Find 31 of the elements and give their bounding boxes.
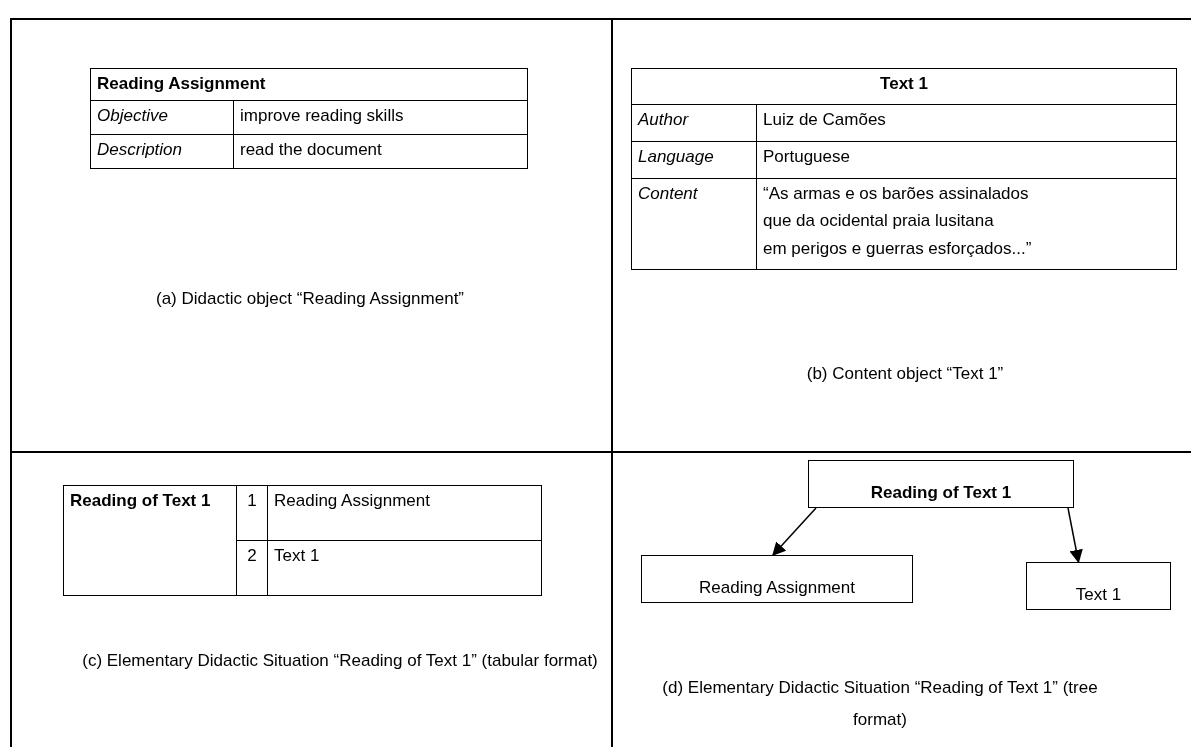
node-label: Reading Assignment (699, 578, 855, 598)
field-name: Content (638, 183, 699, 205)
tree-node (808, 460, 1074, 508)
field-value: que da ocidental praia lusitana (763, 210, 995, 232)
row-number: 1 (246, 490, 258, 512)
field-value: Luiz de Camões (763, 109, 887, 131)
table-heading: Reading of Text 1 (70, 490, 212, 512)
field-value: Reading Assignment (274, 490, 431, 512)
field-name: Description (97, 139, 184, 161)
caption: (b) Content object “Text 1” (805, 363, 1005, 385)
field-name: Author (638, 109, 690, 131)
arrow (1067, 507, 1083, 564)
row-number: 2 (246, 545, 258, 567)
field-value: “As armas e os barões assinalados (763, 183, 1030, 205)
field-value: improve reading skills (240, 105, 405, 127)
tree-node (641, 555, 913, 603)
node-label: Text 1 (1075, 585, 1122, 605)
field-name: Language (638, 146, 715, 168)
field-value: Portuguese (763, 146, 851, 168)
field-value: Text 1 (274, 545, 321, 567)
node-label: Reading of Text 1 (870, 483, 1012, 503)
field-name: Objective (97, 105, 169, 127)
tree-node (1026, 562, 1171, 610)
table-heading: Text 1 (879, 73, 929, 95)
arrow (772, 507, 817, 556)
table-heading: Reading Assignment (97, 73, 267, 95)
caption: (d) Elementary Didactic Situation “Reading of Text 1” (tree format) (661, 677, 1099, 731)
caption: (a) Didactic object “Reading Assignment” (155, 288, 465, 310)
field-value: read the document (240, 139, 383, 161)
field-value: em perigos e guerras esforçados...” (763, 237, 1033, 259)
caption: (c) Elementary Didactic Situation “Reading of Text 1” (tabular format) (81, 650, 599, 672)
